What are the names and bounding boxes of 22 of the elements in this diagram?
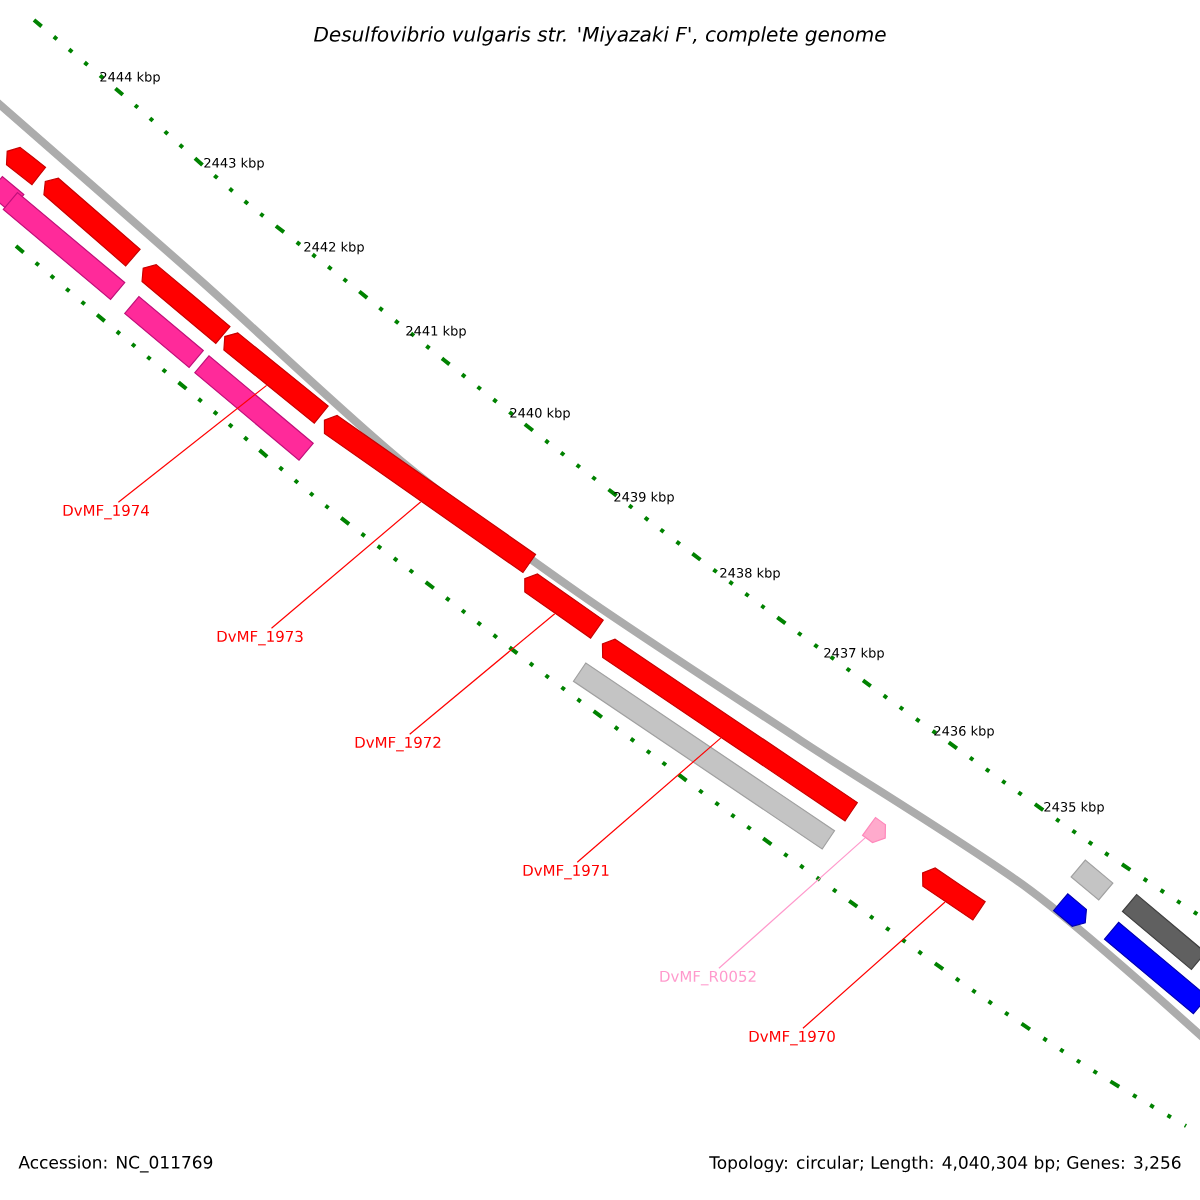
gene-block xyxy=(43,177,141,267)
leader-line xyxy=(576,737,722,863)
leader-line xyxy=(117,384,268,503)
gene-block xyxy=(2,191,126,301)
accession-text: Accession: NC_011769 xyxy=(18,1155,213,1173)
gene-block xyxy=(1103,921,1200,1015)
gene-block xyxy=(194,355,314,461)
gene-block xyxy=(223,332,329,424)
gene-block xyxy=(5,146,47,186)
leader-line xyxy=(270,501,422,629)
leader-line xyxy=(718,837,866,969)
gene-block xyxy=(861,816,887,844)
gene-block xyxy=(572,662,836,850)
gene-block xyxy=(922,867,986,921)
gene-block xyxy=(323,414,537,574)
leader-line xyxy=(409,613,556,735)
genome-info-text: Topology: circular; Length: 4,040,304 bp; Genes: 3,256 xyxy=(709,1155,1181,1173)
title: Desulfovibrio vulgaris str. 'Miyazaki F', complete genome xyxy=(314,26,886,46)
gene-block xyxy=(601,638,859,822)
gene-block xyxy=(524,573,605,639)
leader-line xyxy=(802,901,946,1029)
gene-block xyxy=(1070,859,1114,901)
